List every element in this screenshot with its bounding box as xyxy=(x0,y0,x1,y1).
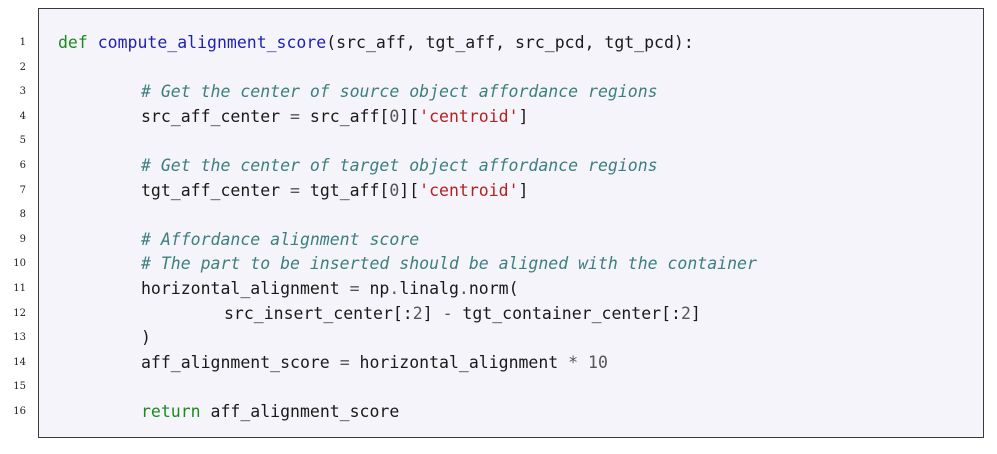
code-number: 10 xyxy=(588,352,608,372)
code-line-6-comment: # Get the center of target object afford… xyxy=(141,156,658,175)
code-listing-box xyxy=(38,8,984,438)
code-number: 0 xyxy=(389,180,400,200)
line-number: 10 xyxy=(13,258,26,270)
line-number: 6 xyxy=(19,160,26,171)
code-text: aff_alignment_score xyxy=(200,402,400,421)
code-operator: = xyxy=(290,180,300,200)
line-number: 9 xyxy=(19,233,26,245)
function-name: compute_alignment_score xyxy=(97,33,327,52)
code-line-4: src_aff_center = src_aff[0]['centroid'] xyxy=(141,105,528,130)
code-line-13: ) xyxy=(141,326,151,351)
line-number: 2 xyxy=(19,61,26,73)
code-text: src_aff_center xyxy=(141,106,291,126)
code-text: np xyxy=(359,279,390,298)
line-number: 14 xyxy=(13,356,26,368)
line-number: 1 xyxy=(19,37,26,48)
line-number: 16 xyxy=(13,406,26,417)
code-text: src_aff[ xyxy=(299,106,390,126)
code-text: linalg xyxy=(399,279,459,298)
line-number: 4 xyxy=(19,110,26,122)
code-line-1: def compute_alignment_score(src_aff, tgt… xyxy=(58,31,694,56)
keyword-return: return xyxy=(141,402,201,421)
code-text: ) xyxy=(141,328,151,348)
line-number: 7 xyxy=(19,184,26,196)
code-text: ] xyxy=(518,106,529,126)
code-number: 2 xyxy=(680,303,691,323)
line-number: 11 xyxy=(13,283,26,294)
code-string: 'centroid' xyxy=(419,106,519,126)
code-line-16: return aff_alignment_score xyxy=(141,400,399,425)
code-operator: = xyxy=(349,279,360,298)
code-text: ] xyxy=(518,180,529,200)
code-text: aff_alignment_score xyxy=(141,352,340,372)
code-text: ] xyxy=(422,303,443,323)
line-number: 12 xyxy=(13,307,26,319)
code-line-14: aff_alignment_score = horizontal_alignme… xyxy=(141,351,608,376)
code-line-7: tgt_aff_center = tgt_aff[0]['centroid'] xyxy=(141,179,528,204)
code-text: ][ xyxy=(399,106,420,126)
line-number: 8 xyxy=(19,209,26,221)
code-text: horizontal_alignment xyxy=(349,352,569,372)
line-number: 5 xyxy=(19,135,26,147)
code-number: 0 xyxy=(389,106,400,126)
code-line-11: horizontal_alignment = np.linalg.norm( xyxy=(141,277,519,302)
code-operator: - xyxy=(442,303,453,323)
code-operator: = xyxy=(339,352,350,372)
keyword-def: def xyxy=(58,33,88,52)
code-line-9-comment: # Affordance alignment score xyxy=(141,229,420,249)
code-line-12: src_insert_center[:2] - tgt_container_ce… xyxy=(224,302,701,327)
code-operator: * xyxy=(568,352,579,372)
code-line-10-comment: # The part to be inserted should be alig… xyxy=(141,254,757,274)
code-operator: = xyxy=(290,106,300,126)
code-line-3-comment: # Get the center of source object afford… xyxy=(141,82,658,102)
code-text: horizontal_alignment xyxy=(141,279,350,298)
line-number: 15 xyxy=(13,381,26,393)
code-text: tgt_aff_center xyxy=(141,180,291,200)
code-text: ][ xyxy=(399,180,420,200)
line-number: 3 xyxy=(19,86,26,98)
code-text: src_insert_center[: xyxy=(224,303,413,323)
code-operator: . xyxy=(389,279,400,298)
code-text: tgt_container_center[: xyxy=(452,303,681,323)
code-text: norm( xyxy=(468,279,519,298)
code-text xyxy=(578,353,588,372)
code-text: ] xyxy=(690,303,701,323)
code-number: 2 xyxy=(412,303,423,323)
code-operator: . xyxy=(458,279,469,298)
line-number: 13 xyxy=(13,332,26,344)
function-params: (src_aff, tgt_aff, src_pcd, tgt_pcd): xyxy=(326,33,694,52)
code-string: 'centroid' xyxy=(419,180,519,200)
code-text: tgt_aff[ xyxy=(299,180,390,200)
